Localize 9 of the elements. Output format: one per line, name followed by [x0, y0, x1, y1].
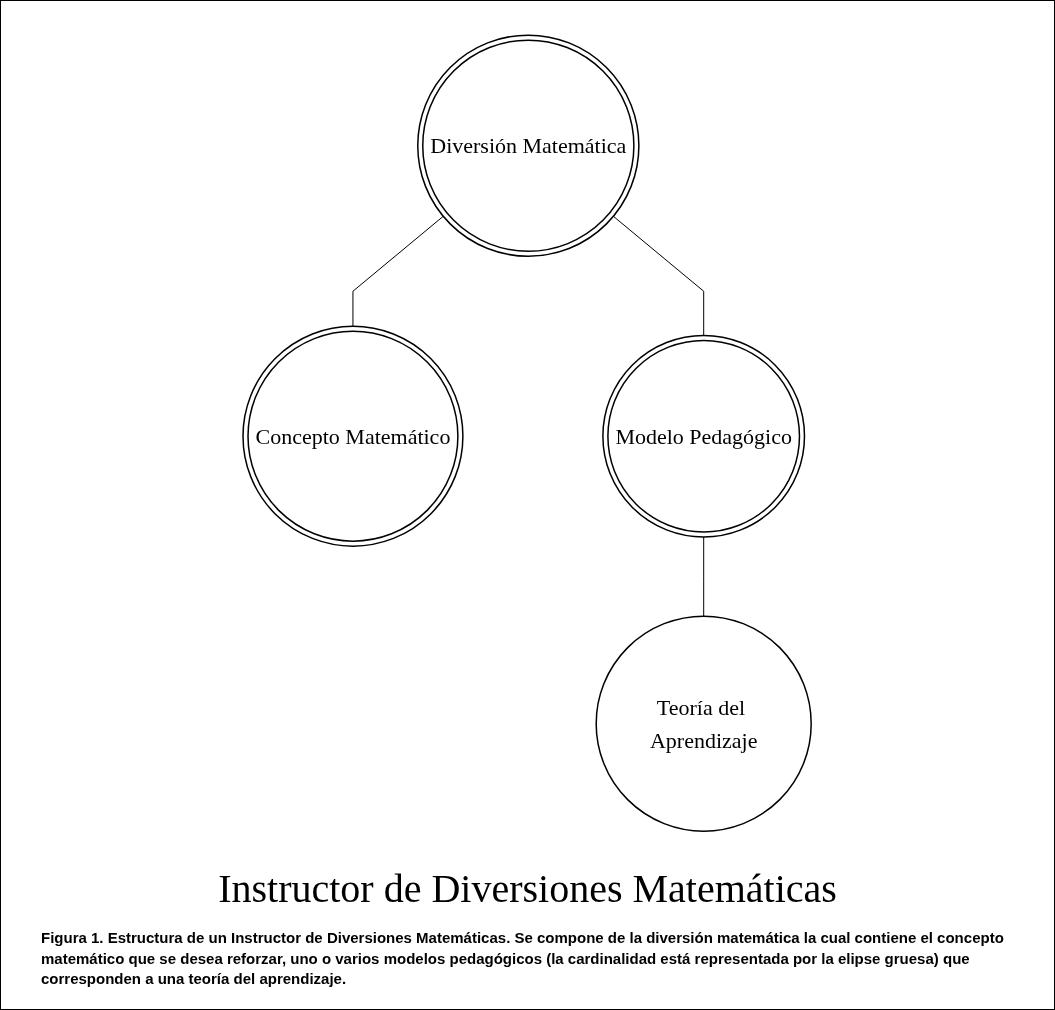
connector — [703, 536, 705, 617]
node-circle: Diversión Matemática — [417, 34, 641, 257]
node-circle: Teoría del Aprendizaje — [595, 615, 813, 832]
figure-caption: Figura 1. Estructura de un Instructor de Diversiones Matemáticas. Se compone de la diversión matemática la cual contiene el concepto matemático que se desea reforzar, uno o varios modelos pedagógicos (la cardinalidad está representada por la elipse gruesa) que corresponden a una teoría del aprendizaje. — [40, 928, 1005, 989]
connector — [352, 215, 445, 327]
node-circle: Modelo Pedagógico — [602, 334, 806, 538]
diagram-title: Instructor de Diversiones Matemáticas — [218, 865, 837, 913]
connector — [613, 215, 705, 336]
node-circle: Concepto Matemático — [242, 325, 465, 547]
